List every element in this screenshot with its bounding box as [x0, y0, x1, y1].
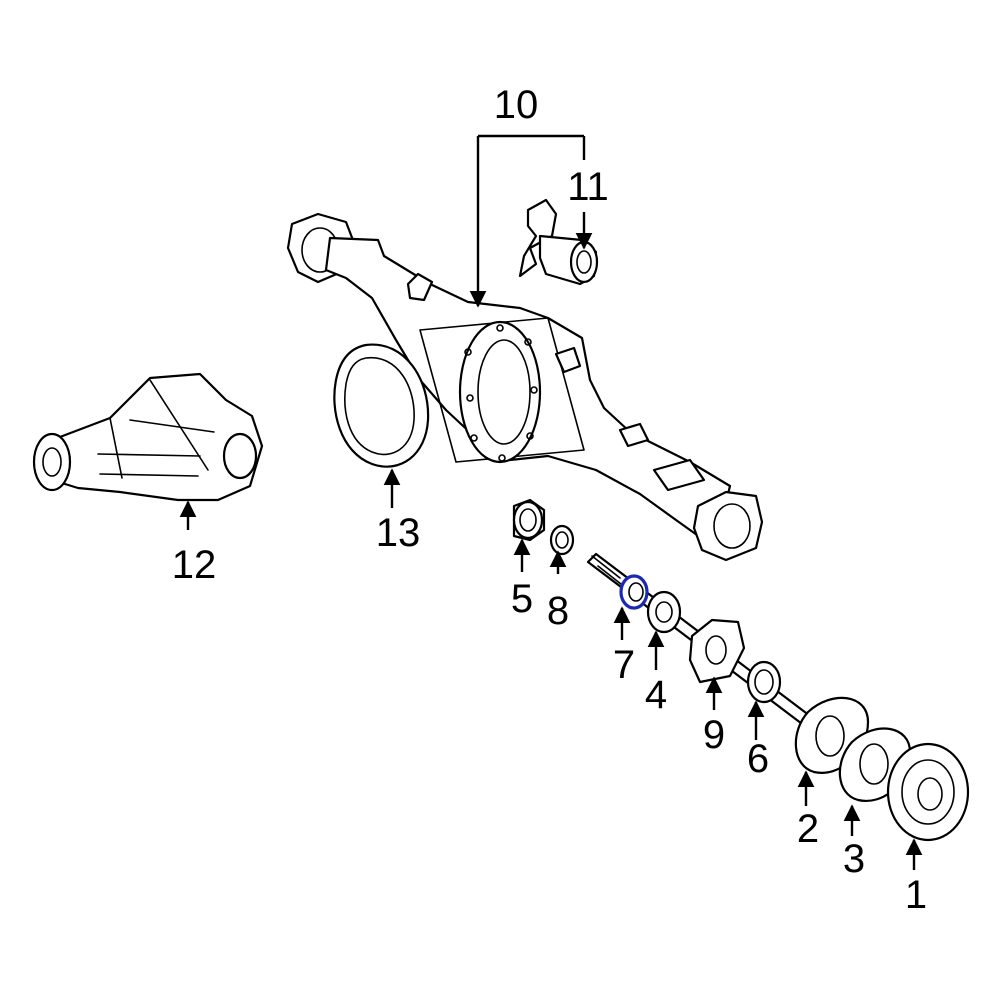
callout-4: 4 [645, 673, 667, 717]
bearing-highlighted[interactable] [619, 574, 649, 610]
callout-2: 2 [797, 807, 819, 851]
bearing-retainer[interactable] [646, 590, 682, 634]
callout-13: 13 [376, 511, 421, 555]
callout-3: 3 [843, 837, 865, 881]
leader-lines [179, 134, 923, 870]
oil-seal[interactable] [746, 660, 782, 704]
callout-11: 11 [567, 165, 609, 209]
hub-flange[interactable] [886, 742, 970, 842]
callout-7: 7 [613, 643, 635, 687]
bearing-cup[interactable] [512, 498, 546, 542]
carrier-gasket[interactable] [333, 343, 430, 468]
callout-6: 6 [747, 737, 769, 781]
callout-5: 5 [511, 577, 533, 621]
snap-ring[interactable] [549, 524, 575, 556]
housing-bracket[interactable] [518, 198, 599, 286]
callout-9: 9 [703, 713, 725, 757]
callout-8: 8 [547, 589, 569, 633]
callout-1: 1 [905, 873, 927, 917]
backing-plate[interactable] [688, 618, 746, 684]
callout-10: 10 [494, 83, 539, 127]
axle-housing[interactable] [286, 212, 764, 562]
callout-12: 12 [172, 543, 217, 587]
differential-carrier[interactable] [32, 372, 264, 502]
